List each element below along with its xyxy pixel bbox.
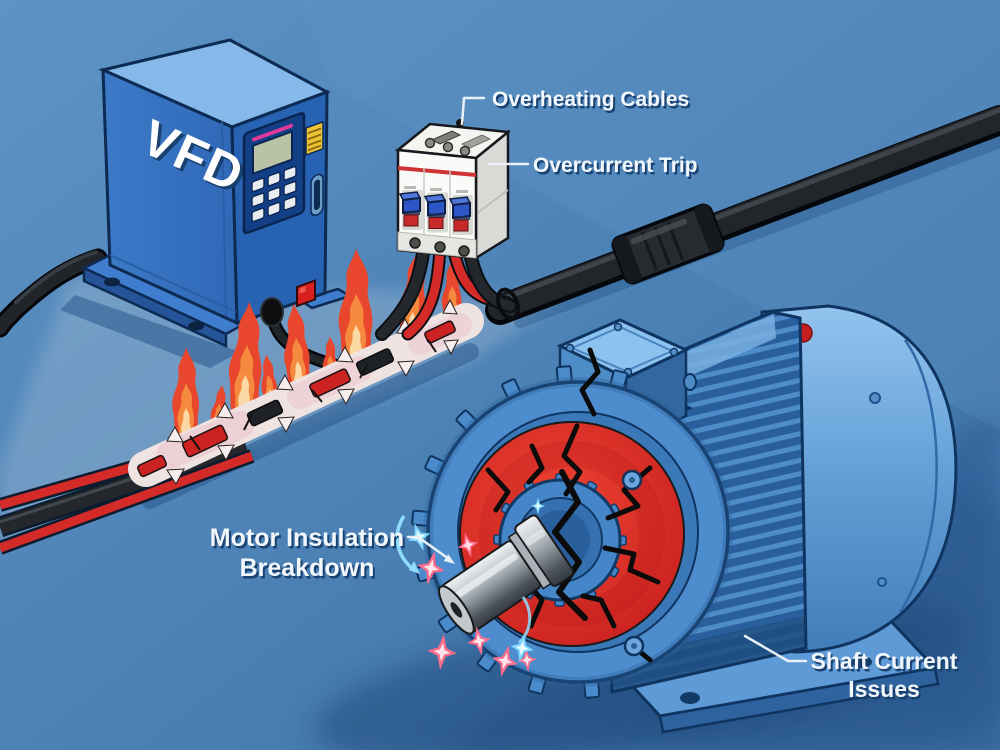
arc-discharge-icon — [395, 515, 417, 573]
panel-brand-strip — [252, 123, 293, 142]
lcd-display — [252, 130, 293, 176]
insulation-label-2: Breakdown — [240, 554, 375, 582]
electric-motor — [313, 304, 1000, 750]
overheating-label: Overheating Cables — [492, 88, 689, 111]
motor-shaft — [438, 514, 575, 635]
callouts: Overheating Cables Overheating Cables Ov… — [210, 88, 960, 705]
cable-grommet — [260, 297, 284, 327]
vfd-keypad-panel — [242, 112, 306, 235]
overcurrent-label-shadow: Overcurrent Trip — [535, 157, 700, 180]
vent-grille-icon — [305, 120, 324, 157]
panel-slot — [310, 173, 324, 216]
insulation-leader — [406, 535, 451, 561]
armored-cable — [485, 105, 1000, 325]
overcurrent-label: Overcurrent Trip — [533, 154, 698, 177]
breaker-toggles — [398, 190, 473, 235]
insulation-label-1: Motor Insulation — [210, 524, 404, 552]
shaft-center-hole — [450, 602, 463, 618]
shaft-current-label-shadow-1: Shaft Current — [813, 651, 960, 677]
sheath-mouth — [496, 287, 520, 321]
cable-coupling — [611, 203, 725, 285]
insulation-label-shadow-2: Breakdown — [242, 557, 377, 585]
vfd-cabinet: VFD VFD — [81, 38, 381, 383]
keypad-buttons — [251, 165, 297, 223]
overheating-label-shadow: Overheating Cables — [494, 91, 691, 114]
shaft-current-label-shadow-2: Issues — [850, 679, 922, 705]
circuit-breaker — [394, 119, 512, 261]
breaker-cables — [375, 237, 520, 341]
shaft-current-label-1: Shaft Current — [811, 648, 958, 674]
insulation-label-shadow-1: Motor Insulation — [212, 527, 406, 555]
spark-icons — [395, 497, 545, 680]
insulation-arrowhead — [443, 554, 455, 564]
shaft-current-leader — [743, 634, 808, 663]
overheating-leader — [460, 96, 486, 126]
motor-end-bell — [760, 304, 958, 654]
red-power-button — [296, 279, 316, 308]
burning-cable — [0, 248, 484, 555]
shaft-current-label-2: Issues — [848, 676, 920, 702]
damaged-insulation — [128, 298, 484, 487]
input-power-cable — [0, 248, 108, 338]
